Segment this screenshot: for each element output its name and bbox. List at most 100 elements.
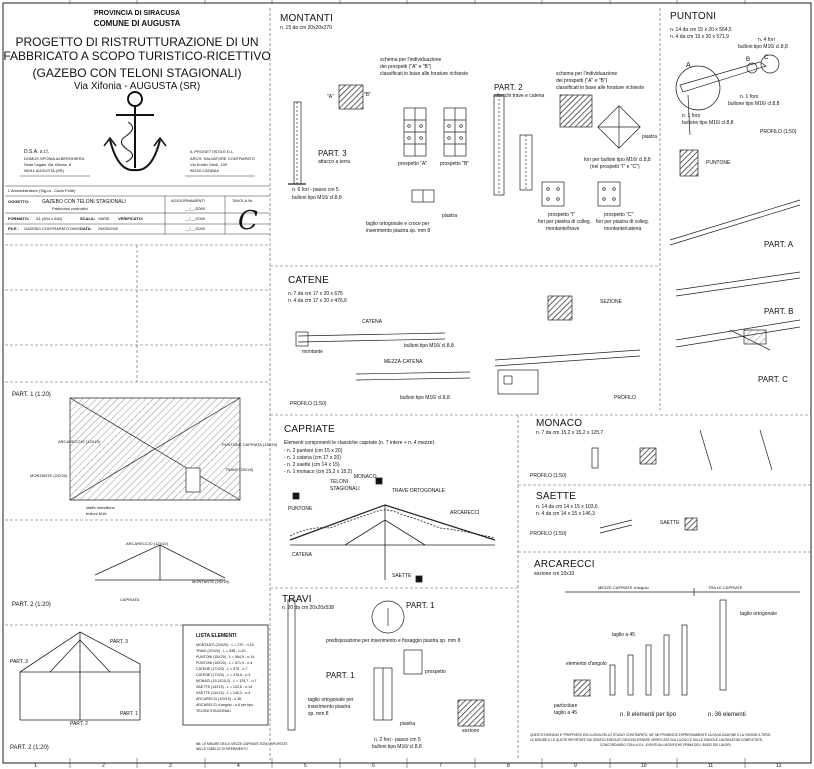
part2-bottom-part3b: PART. 3 (110, 639, 128, 645)
puntoni-letter-a: A (686, 62, 691, 69)
part2-bottom-title: PART. 2 (1:20) (10, 745, 49, 751)
arcarecci-taglio45: taglio a 45 (612, 632, 636, 638)
part2-fori: fori per bulloni tipo M16/ cl.8,8 (584, 157, 651, 163)
travi-prospetto: prospetto (425, 669, 446, 675)
prospetto-c-sub1: fori per piastra di colleg. (596, 219, 650, 225)
catene-spec-2: n. 4 da cm 17 x 20 x 476,6 (288, 298, 347, 304)
puntoni-letter-c: C (764, 55, 769, 61)
montanti-schema-1: schema per l'individuazione (380, 57, 442, 63)
comune-label: COMUNE DI AUGUSTA (93, 19, 181, 28)
lista-item: CATENE (17X20) - L = 476,6 - n.4 (196, 673, 251, 677)
agg-date-3: __/__/2000 (185, 226, 206, 231)
saette-title: SAETTE (536, 491, 577, 502)
puntoni-letter-b: B (746, 57, 751, 63)
grid-number: 8 (507, 763, 510, 769)
puntone-label: PUNTONE (706, 160, 731, 166)
catene-bulloni-1: bulloni tipo M16/ cl.8,8 (404, 343, 454, 349)
puntoni-part-b: PART. B (764, 307, 794, 316)
part2-fori-b: (nei prospetti "I" e "C") (590, 164, 640, 170)
project-address: Via Xifonia - AUGUSTA (SR) (73, 81, 201, 92)
puntoni-profilo: PROFILO (1:50) (760, 129, 797, 135)
montanti-part2: PART. 2 (494, 83, 523, 92)
puntoni-bulloni4: bulloni tipo M16/ cl.8,8 (738, 44, 788, 50)
lista-item: MONACI (15,2X15,2) - L = 125,7 - n.7 (196, 679, 257, 683)
tavola-value: C (238, 206, 258, 236)
project-title-line1: PROGETTO DI RISTRUTTURAZIONE DI UN (15, 35, 259, 49)
catene-drawings (295, 295, 641, 395)
lista-item: TRAVI (20X20) - L = 538 - n.20 (196, 649, 246, 653)
oggetto-value: GAZEBO CON TELONI STAGIONALI (42, 199, 126, 205)
travi-part1: PART. 1 (406, 601, 435, 610)
montanti-schema-2: dei prospetti ("A" e "B") (380, 64, 432, 70)
lista-item: MONTANTI (20X20) - L = 270 - n.15 (196, 643, 254, 647)
travi-piastra: piastra (400, 721, 416, 727)
part2-montante: MONTANTE (20X20) (192, 579, 230, 584)
arcarecci-mezze: MEZZE-CAPRIATE d'angolo (598, 585, 649, 590)
catene-bulloni-2: bulloni tipo M16/ cl.8,8 (400, 395, 450, 401)
prospetto-c: prospetto "C" (604, 212, 634, 218)
puntoni-part-c: PART. C (758, 375, 788, 384)
oggetto-sub: Particolari costruttivi (52, 206, 88, 211)
client-name: DOMUS SPONIA ALBERGHIERA (24, 156, 85, 161)
puntoni-foro1: n. 1 foro (740, 94, 759, 100)
travi-taglio-3: sp. mm 8 (308, 711, 329, 717)
montanti-part3: PART. 3 (318, 149, 347, 158)
part1-staffe-2: bulloni M16 (86, 511, 107, 516)
grid-number: 1 (34, 763, 37, 769)
lista-note-2: NELLE TABELLE DI RIFERIMENTO (196, 747, 248, 751)
formato-label: FORMATO: (8, 216, 30, 221)
lista-item: ARCARECCI (10X10) - n.36 (196, 697, 242, 701)
capriate-truss (289, 477, 496, 583)
catene-spec-1: n. 7 da cm 17 x 20 x 675 (288, 291, 343, 297)
arcarecci-particolare-2: taglio a 45 (554, 710, 578, 716)
part2-capriata: CAPRIATA (120, 597, 140, 602)
designer-name: ARCH. SALVATORE CONTRAPATO (190, 156, 255, 161)
data-value: 25/03/2000 (98, 226, 119, 231)
arcarecci-elemento: elemento d'angolo (566, 661, 607, 667)
capriate-arcarecci: ARCARECCI (450, 510, 480, 516)
capriate-saette: SAETTE (392, 573, 412, 579)
prospetto-i: prospetto "I" (548, 212, 576, 218)
montanti-title: MONTANTI (280, 13, 334, 24)
catene-mezza: MEZZA-CATENA (384, 359, 423, 365)
grid-number: 6 (372, 763, 375, 769)
capriate-item-2: - n. 1 catena (cm 17 x 20) (284, 455, 341, 461)
scala-label: SCALA: (80, 216, 96, 221)
lista-item: TELONI STAGIONALI (196, 709, 232, 713)
section-dividers (5, 8, 811, 760)
part2-title: PART. 2 (1:20) (12, 602, 51, 608)
puntoni-bullone1: bullone tipo M16/ cl.8,8 (728, 101, 780, 107)
arcarecci-spec: sezione cm 10x10 (534, 571, 575, 577)
montanti-spec: n. 15 da cm 20x20x270 (280, 25, 332, 31)
saette-label: SAETTE (660, 520, 680, 526)
part2-schema-3: classificati in base alle forature richi… (556, 85, 645, 91)
grid-ticks (69, 0, 746, 768)
capriate-item-3: - n. 2 saette (cm 14 x 15) (284, 462, 340, 468)
title-block-lines (5, 175, 270, 235)
travi-drawings (287, 599, 485, 731)
lista-item: SAETTE (14X15) - L = 103,6 - n.14 (196, 685, 253, 689)
puntoni-part-a: PART. A (764, 240, 794, 249)
capriate-teloni: TELONI (330, 479, 349, 485)
aggiornamenti-label: AGGIORNAMENTI (171, 198, 206, 203)
project-title-line3: (GAZEBO CON TELONI STAGIONALI) (32, 66, 242, 80)
capriate-trave-ort: TRAVE ORTOGONALE (392, 488, 445, 494)
footnote-2: LE MISURE E LE QUOTE RIPORTATE SUI GRAFI… (530, 738, 763, 742)
puntoni-label-foro1: n. 1 foro (682, 113, 701, 119)
part2-bottom-part3: PART. 3 (10, 659, 28, 665)
part2-piastra: piastra (642, 134, 658, 140)
grid-number: 5 (304, 763, 307, 769)
grid-number: 11 (708, 763, 714, 769)
lista-item: ARCARECCI d'angolo - n.8 per tipo (196, 703, 253, 707)
capriate-item-4: - n. 1 monaco (cm 15,2 x 15,2) (284, 469, 353, 475)
puntoni-drawings (669, 54, 801, 351)
capriate-item-1: - n. 2 puntoni (cm 15 x 20) (284, 448, 343, 454)
part1-arcareccio: ARCARECCIO (12X10) (58, 439, 101, 444)
monaco-profilo: PROFILO (1:50) (530, 473, 567, 479)
travi-fori: n. 2 fori - passo cm 5 (374, 737, 421, 743)
catene-sezione: SEZIONE (600, 299, 622, 305)
part1-trave: TRAVE (20X20) (225, 467, 254, 472)
part1-montante: MONTANTE (20X20) (30, 473, 68, 478)
catene-catena: CATENA (362, 319, 382, 325)
prospetto-c-sub2: montante/catena (604, 226, 642, 232)
